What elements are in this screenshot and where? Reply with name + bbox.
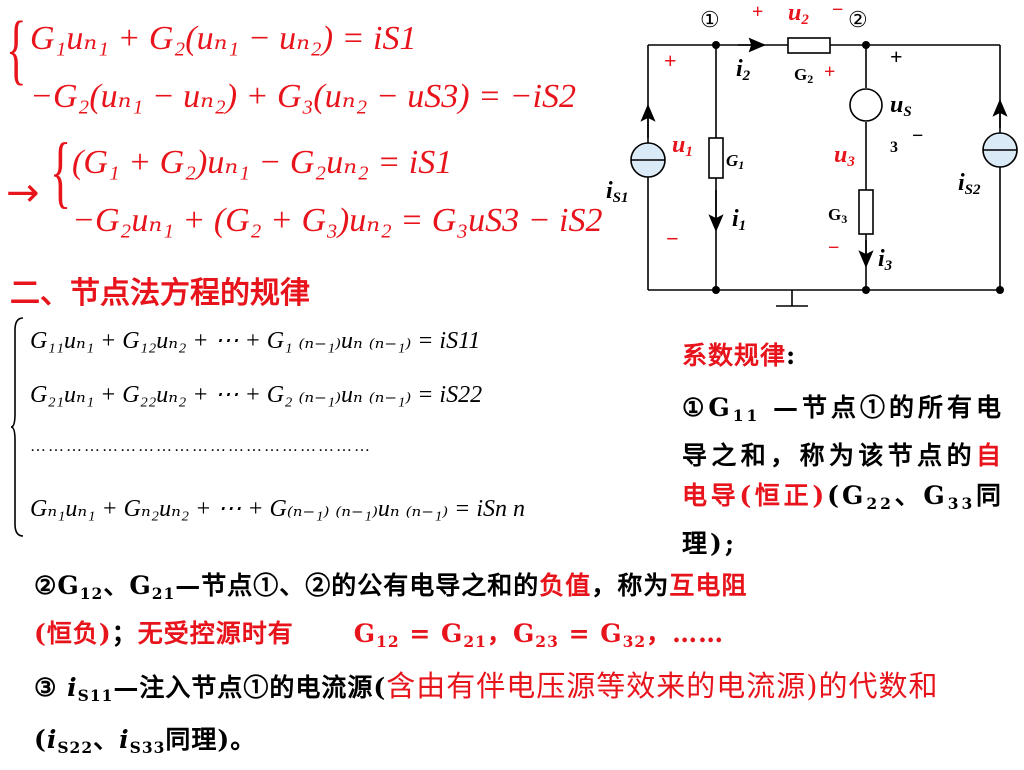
equation-line-2: −G₂(uₙ₁ − uₙ₂) + G₃(uₙ₂ − uS3) = −iS2 xyxy=(30,78,576,115)
brace-top-1: { xyxy=(6,5,27,92)
is2-label: iS2 xyxy=(958,170,981,198)
node-2-label: ② xyxy=(848,7,868,32)
general-eq-row-3: Gₙ₁uₙ₁ + Gₙ₂uₙ₂ + ⋯ + G₍ₙ₋₁₎ ₍ₙ₋₁₎uₙ ₍ₙ₋… xyxy=(30,496,526,522)
general-eq-row-2: G₂₁uₙ₁ + G₂₂uₙ₂ + ⋯ + G₂ ₍ₙ₋₁₎uₙ ₍ₙ₋₁₎ =… xyxy=(30,382,483,408)
i1-label: i1 xyxy=(732,206,746,234)
brace-general xyxy=(10,316,24,538)
us-minus: − xyxy=(912,125,923,147)
is1-label: iS1 xyxy=(606,178,629,206)
node-1-label: ① xyxy=(700,7,720,32)
right-plus: + xyxy=(890,44,903,69)
coefficient-rule-paragraph: ①G11 —节点①的所有电导之和，称为该节点的自电导(恒正)(G22、G33同理… xyxy=(682,393,1004,558)
coefficient-rule-title: 系数规律: xyxy=(682,341,797,370)
i3-label: i3 xyxy=(878,246,893,274)
left-minus: − xyxy=(666,226,679,251)
g2-plus: + xyxy=(824,61,835,83)
g1-label: G1 xyxy=(726,151,744,172)
circuit-diagram: ① ② + u2 − i2 G2 + + − iS1 u1 G1 i1 + uS… xyxy=(606,0,1018,307)
left-plus: + xyxy=(664,48,677,73)
u2-minus: − xyxy=(832,0,843,21)
u1-label: u1 xyxy=(672,132,693,160)
equation-line-4: −G₂uₙ₁ + (G₂ + G₃)uₙ₂ = G₃uS3 − iS2 xyxy=(72,202,603,239)
g2-label: G2 xyxy=(794,65,813,86)
general-eq-row-1: G₁₁uₙ₁ + G₁₂uₙ₂ + ⋯ + G₁ ₍ₙ₋₁₎uₙ ₍ₙ₋₁₎ =… xyxy=(30,328,481,354)
us3-label: 3 xyxy=(890,139,898,156)
brace-top-2: { xyxy=(50,128,72,216)
rule-3-paragraph: ③ iS11—注入节点①的电流源(含由有伴电压源等效来的电流源)的代数和(iS2… xyxy=(34,669,939,757)
us-label: uS xyxy=(890,92,912,120)
equation-line-3: (G₁ + G₂)uₙ₁ − G₂uₙ₂ = iS1 xyxy=(72,144,453,181)
u2-plus: + xyxy=(752,1,763,23)
u3-minus: − xyxy=(828,237,839,259)
equation-line-1: G₁uₙ₁ + G₂(uₙ₁ − uₙ₂) = iS1 xyxy=(30,20,417,57)
arrow-symbol: → xyxy=(6,170,40,216)
g3-label: G3 xyxy=(828,205,847,226)
general-eq-dots: ………………………………………………… xyxy=(30,438,372,455)
u2-label: u2 xyxy=(788,0,809,28)
rule-2-paragraph: ②G12、G21—节点①、②的公有电导之和的负值，称为互电阻(恒负)；无受控源时… xyxy=(34,571,748,651)
i2-label: i2 xyxy=(736,56,751,84)
section-heading: 二、节点法方程的规律 xyxy=(10,276,310,311)
u3-label: u3 xyxy=(834,142,855,170)
